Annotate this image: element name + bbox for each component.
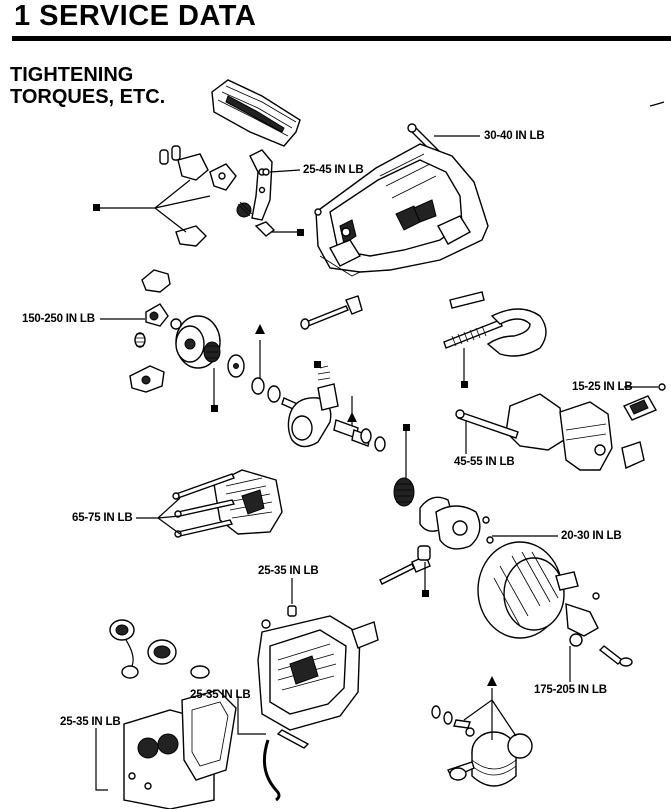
torque-label-25-35-lower: 25-35 IN LB bbox=[60, 716, 121, 728]
torque-label-175-205: 175-205 IN LB bbox=[534, 684, 607, 696]
page-title: 1 SERVICE DATA bbox=[14, 0, 257, 32]
leader-25-45 bbox=[269, 169, 301, 173]
marker-square-linkage bbox=[93, 204, 100, 211]
marker-square-crank bbox=[314, 361, 321, 368]
clutch-assembly bbox=[129, 269, 245, 393]
arrow-head-clutch bbox=[255, 324, 265, 334]
torque-label-150-250: 150-250 IN LB bbox=[22, 313, 95, 325]
throttle-linkage-parts bbox=[159, 145, 276, 247]
torque-label-20-30: 20-30 IN LB bbox=[561, 530, 622, 542]
torque-label-65-75: 65-75 IN LB bbox=[72, 512, 133, 524]
arrow-head-crank bbox=[347, 412, 357, 422]
muffler-assembly bbox=[455, 393, 658, 471]
marker-square-clutch bbox=[211, 405, 218, 412]
pin-parts bbox=[379, 545, 431, 585]
brake-spring-group bbox=[443, 291, 547, 357]
arrow-head-piston bbox=[487, 676, 497, 686]
marker-square-seal bbox=[403, 424, 410, 431]
tank-caps bbox=[109, 619, 210, 679]
crankshaft bbox=[251, 365, 386, 452]
torque-label-25-45: 25-45 IN LB bbox=[303, 164, 364, 176]
leader-linkage bbox=[100, 179, 211, 233]
section-heading-line-2: TORQUES, ETC. bbox=[10, 86, 166, 108]
guide-bar-bolt bbox=[300, 295, 363, 330]
torque-label-15-25: 15-25 IN LB bbox=[572, 381, 633, 393]
engine-block bbox=[123, 689, 237, 809]
air-filter-cover bbox=[211, 79, 301, 147]
leader-25-35-mid bbox=[237, 696, 266, 735]
marker-square-trigger bbox=[297, 229, 304, 236]
leader-25-35-lower bbox=[95, 728, 108, 791]
torque-label-25-35-upper: 25-35 IN LB bbox=[258, 565, 319, 577]
leader-65-75 bbox=[136, 497, 181, 535]
section-heading-line-1: TIGHTENING bbox=[10, 64, 134, 86]
piston-assembly bbox=[431, 705, 533, 787]
crankcase-housing bbox=[314, 143, 489, 277]
torque-label-25-35-middle: 25-35 IN LB bbox=[190, 689, 251, 701]
marker-square-pin bbox=[422, 590, 429, 597]
torque-label-45-55: 45-55 IN LB bbox=[454, 456, 515, 468]
torque-label-30-40: 30-40 IN LB bbox=[484, 130, 545, 142]
corner-mark bbox=[649, 101, 665, 107]
flywheel bbox=[477, 541, 633, 667]
title-rule bbox=[12, 36, 671, 41]
arrow-lines-piston bbox=[463, 688, 517, 740]
bearing-seal-group bbox=[393, 477, 494, 550]
marker-square-brake bbox=[461, 381, 468, 388]
section-heading: TIGHTENING TORQUES, ETC. bbox=[10, 64, 165, 108]
tank-handle-frame bbox=[257, 605, 379, 802]
cylinder-block bbox=[172, 469, 283, 538]
